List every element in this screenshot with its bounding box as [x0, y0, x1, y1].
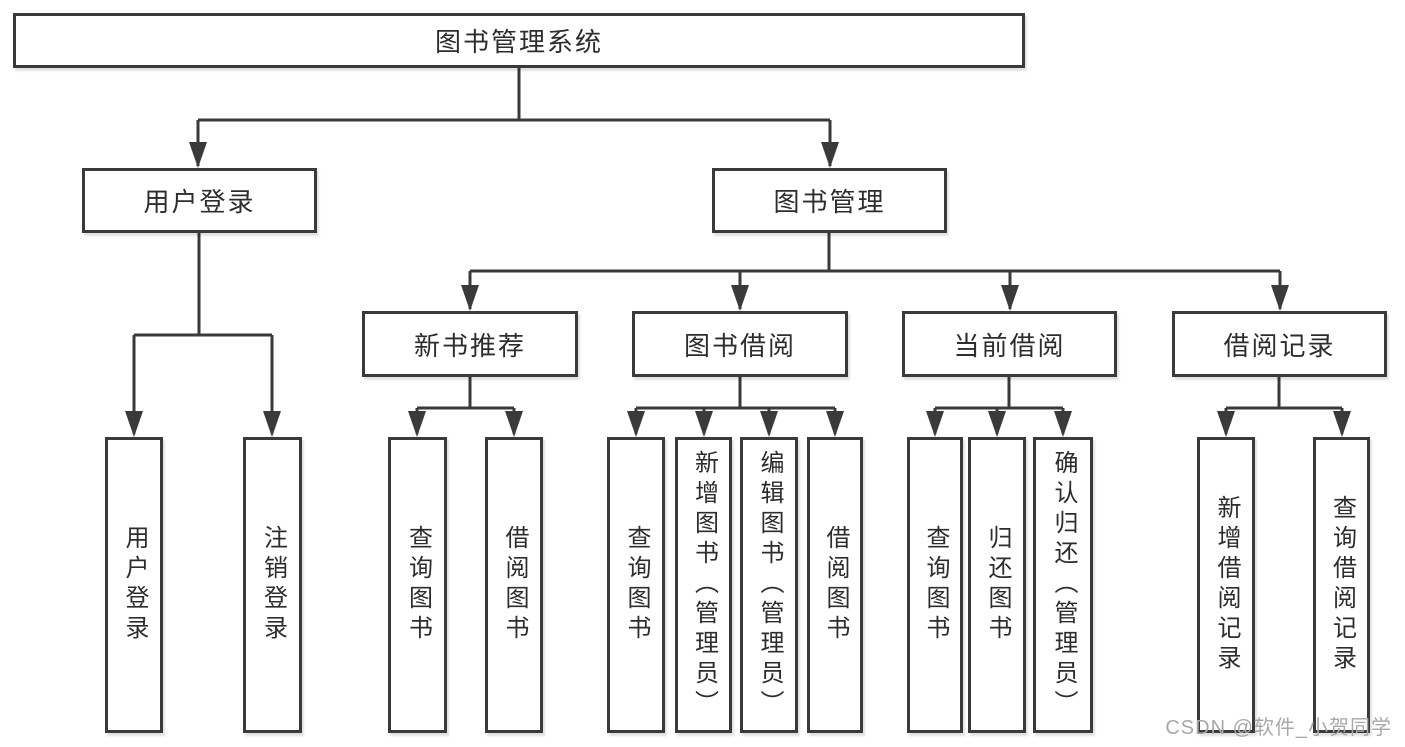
leaf-recommend-borrow-books-label: 借阅图书	[501, 525, 528, 645]
leaf-borrowing-edit-book-admin: 编辑图书（管理员）	[740, 437, 798, 733]
leaf-recommend-borrow-books: 借阅图书	[485, 437, 543, 733]
leaf-logout: 注销登录	[243, 437, 302, 733]
leaf-borrowing-add-book-admin: 新增图书（管理员）	[675, 437, 732, 733]
node-new-book-recommend: 新书推荐	[362, 311, 578, 377]
leaf-current-query-books-label: 查询图书	[922, 525, 949, 645]
node-library-management-system: 图书管理系统	[13, 13, 1025, 68]
node-book-management: 图书管理	[712, 168, 947, 233]
leaf-borrowing-borrow-books-label: 借阅图书	[822, 525, 849, 645]
leaf-records-add-record: 新增借阅记录	[1197, 437, 1255, 733]
leaf-borrowing-add-book-admin-label: 新增图书（管理员）	[690, 450, 718, 720]
leaf-borrowing-query-books: 查询图书	[607, 437, 665, 733]
leaf-user-login-label: 用户登录	[121, 525, 148, 645]
leaf-current-confirm-return-admin-label: 确认归还（管理员）	[1050, 450, 1077, 720]
node-new-book-recommend-label: 新书推荐	[413, 330, 526, 361]
node-borrowing-records: 借阅记录	[1172, 311, 1387, 377]
node-user-login: 用户登录	[82, 168, 317, 233]
leaf-borrowing-edit-book-admin-label: 编辑图书（管理员）	[756, 450, 783, 720]
leaf-borrowing-borrow-books: 借阅图书	[807, 437, 863, 733]
leaf-current-query-books: 查询图书	[907, 437, 963, 733]
csdn-watermark: CSDN @软件_小贺同学	[1165, 717, 1392, 739]
leaf-current-return-books-label: 归还图书	[984, 525, 1011, 645]
leaf-records-query-record: 查询借阅记录	[1313, 437, 1370, 733]
leaf-records-add-record-label: 新增借阅记录	[1213, 495, 1240, 675]
leaf-recommend-query-books: 查询图书	[388, 437, 447, 733]
node-book-borrowing: 图书借阅	[632, 311, 848, 377]
leaf-current-confirm-return-admin: 确认归还（管理员）	[1033, 437, 1093, 733]
node-book-borrowing-label: 图书借阅	[683, 330, 796, 361]
leaf-user-login: 用户登录	[105, 437, 163, 733]
leaf-records-query-record-label: 查询借阅记录	[1328, 495, 1356, 675]
leaf-borrowing-query-books-label: 查询图书	[623, 525, 650, 645]
node-user-login-label: 用户登录	[143, 187, 256, 217]
arrowheads	[125, 142, 1351, 437]
node-current-borrowing: 当前借阅	[902, 311, 1117, 377]
leaf-current-return-books: 归还图书	[968, 437, 1026, 733]
node-library-management-system-label: 图书管理系统	[434, 27, 603, 57]
node-current-borrowing-label: 当前借阅	[953, 330, 1066, 361]
node-borrowing-records-label: 借阅记录	[1223, 330, 1336, 361]
leaf-recommend-query-books-label: 查询图书	[404, 525, 432, 645]
leaf-logout-label: 注销登录	[259, 525, 287, 645]
node-book-management-label: 图书管理	[773, 187, 886, 217]
